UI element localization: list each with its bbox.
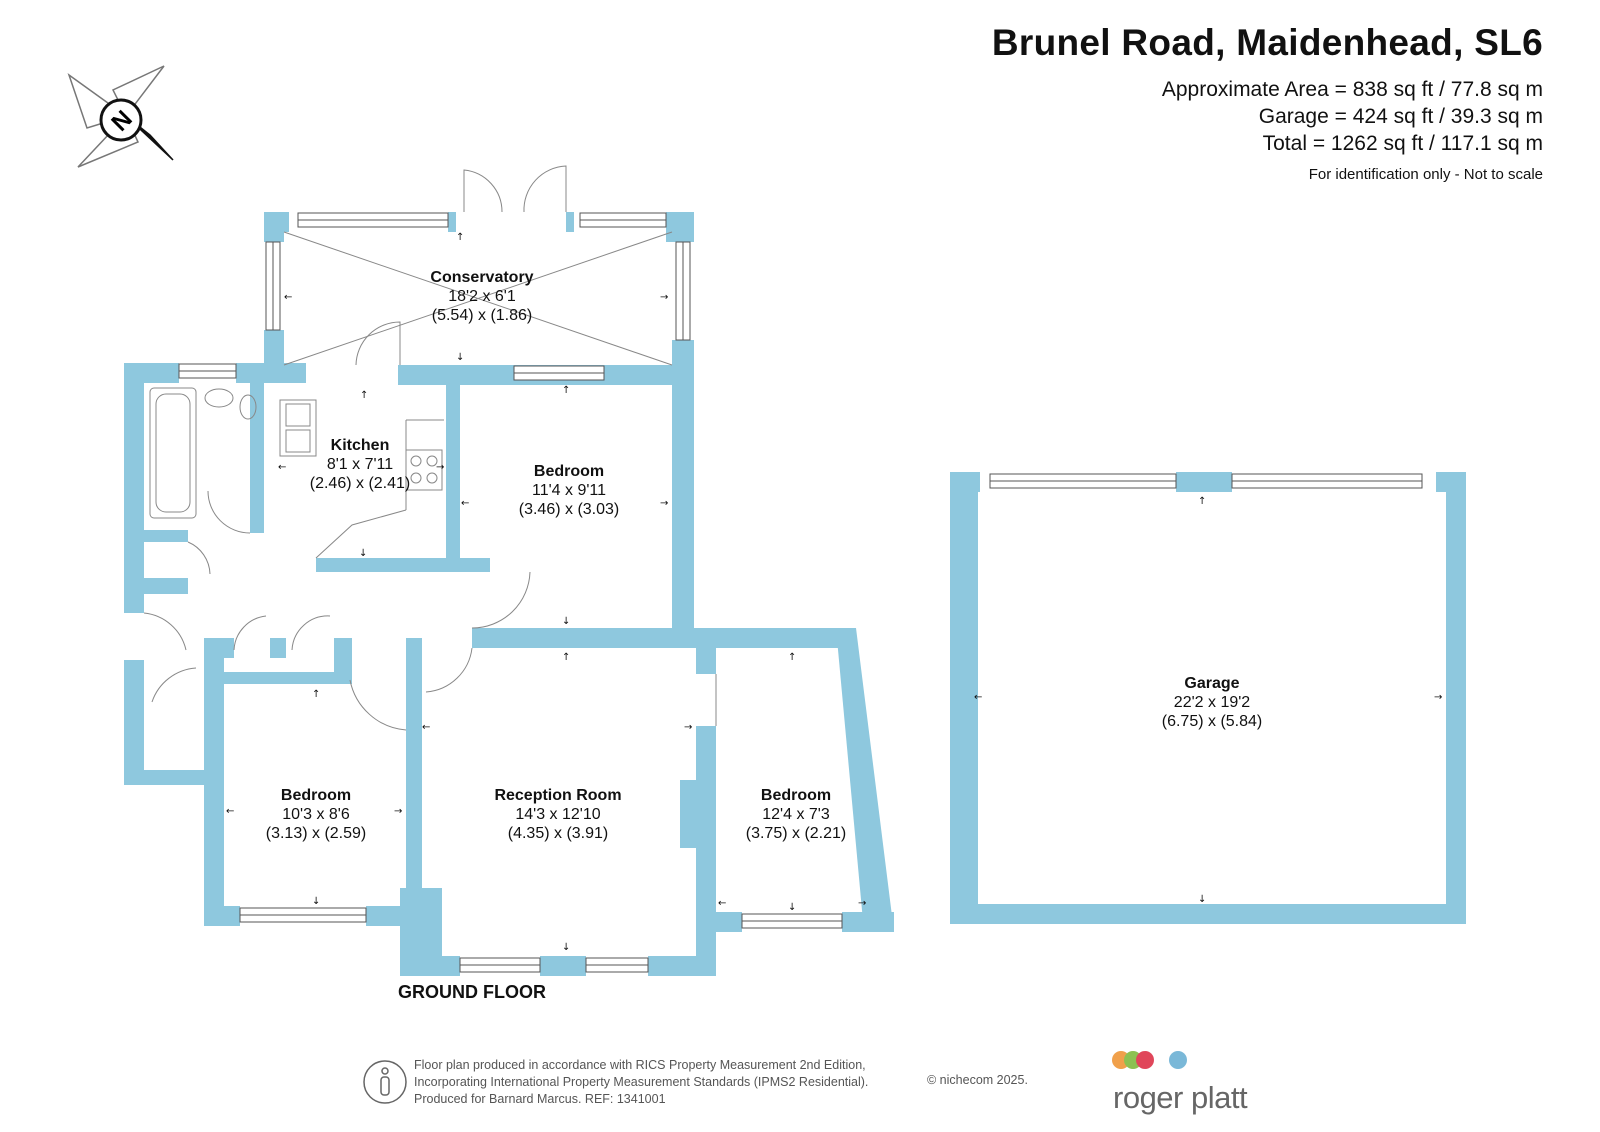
room-dims-imperial: 12'4 x 7'3	[762, 806, 830, 823]
approximate-area: Approximate Area = 838 sq ft / 77.8 sq m	[1161, 78, 1543, 101]
room-bedroom-rear: Bedroom 11'4 x 9'11 (3.46) x (3.03)	[519, 462, 619, 519]
room-dims-imperial: 8'1 x 7'11	[326, 456, 394, 473]
brand-logo-text: roger platt	[1113, 1080, 1248, 1115]
measurement-arrows: ← → ↑ ↓ ↑ ↓ ← → ↑ ↓ ← → ↑ ↓ ← → ↑ ↓ ← → ↑ ↓ ← → ↑ ↓ ←…	[226, 232, 1442, 953]
garage-area: Garage = 424 sq ft / 39.3 sq m	[1258, 105, 1543, 128]
room-dims-imperial: 11'4 x 9'11	[531, 482, 607, 499]
svg-text:→: →	[684, 722, 692, 733]
page-title: Brunel Road, Maidenhead, SL6	[991, 22, 1543, 63]
room-name: Conservatory	[430, 269, 534, 286]
svg-text:←: ←	[422, 722, 430, 733]
room-bedroom-front-right: Bedroom 12'4 x 7'3 (3.75) x (2.21)	[746, 786, 846, 843]
copyright-credit: © nichecom 2025.	[927, 1073, 1028, 1087]
room-dims-metric: (3.13) x (2.59)	[265, 825, 367, 842]
svg-text:↑: ↑	[312, 689, 320, 700]
svg-text:↓: ↓	[359, 548, 367, 559]
svg-text:←: ←	[278, 462, 286, 473]
svg-text:↑: ↑	[360, 390, 368, 401]
room-reception: Reception Room 14'3 x 12'10 (4.35) x (3.…	[494, 786, 621, 843]
room-name: Bedroom	[280, 787, 352, 804]
footer-notes: Floor plan produced in accordance with R…	[414, 1057, 868, 1108]
svg-text:↓: ↓	[312, 896, 320, 907]
svg-text:→: →	[436, 462, 444, 473]
room-name: Kitchen	[330, 437, 390, 454]
footer-line: Incorporating International Property Mea…	[414, 1075, 869, 1089]
svg-text:←: ←	[718, 898, 726, 909]
room-name: Reception Room	[494, 787, 622, 804]
brand-dots	[1112, 1051, 1187, 1069]
room-dims-imperial: 22'2 x 19'2	[1173, 694, 1251, 711]
footer-line: Floor plan produced in accordance with R…	[414, 1058, 866, 1072]
room-dims-metric: (5.54) x (1.86)	[431, 307, 533, 324]
room-name: Bedroom	[533, 463, 605, 480]
floor-label: GROUND FLOOR	[398, 982, 546, 1002]
room-conservatory: Conservatory 18'2 x 6'1 (5.54) x (1.86)	[430, 268, 533, 325]
svg-text:↓: ↓	[562, 616, 570, 627]
room-bedroom-front-left: Bedroom 10'3 x 8'6 (3.13) x (2.59)	[266, 786, 366, 843]
svg-text:↓: ↓	[456, 352, 464, 363]
svg-text:→: →	[660, 498, 668, 509]
person-info-icon	[363, 1060, 407, 1104]
svg-text:→: →	[858, 898, 866, 909]
room-name: Bedroom	[760, 787, 832, 804]
fixtures	[143, 165, 717, 731]
total-area: Total = 1262 sq ft / 117.1 sq m	[1262, 132, 1543, 155]
svg-text:↓: ↓	[562, 942, 570, 953]
room-dims-metric: (2.46) x (2.41)	[309, 475, 411, 492]
svg-text:↓: ↓	[1198, 894, 1206, 905]
room-dims-imperial: 14'3 x 12'10	[515, 806, 601, 823]
svg-text:↑: ↑	[562, 652, 570, 663]
svg-text:→: →	[660, 292, 668, 303]
room-dims-metric: (3.75) x (2.21)	[745, 825, 847, 842]
room-dims-imperial: 10'3 x 8'6	[282, 806, 350, 823]
room-kitchen: Kitchen 8'1 x 7'11 (2.46) x (2.41)	[310, 436, 410, 493]
svg-text:→: →	[1434, 692, 1442, 703]
room-dims-metric: (6.75) x (5.84)	[1161, 713, 1263, 730]
svg-text:←: ←	[461, 498, 469, 509]
svg-text:←: ←	[974, 692, 982, 703]
svg-text:↓: ↓	[788, 902, 796, 913]
footer-line: Produced for Barnard Marcus. REF: 134100…	[414, 1092, 666, 1106]
room-dims-metric: (4.35) x (3.91)	[507, 825, 609, 842]
svg-text:↑: ↑	[788, 652, 796, 663]
compass-north-icon: N	[67, 65, 174, 168]
room-name: Garage	[1184, 675, 1240, 692]
svg-text:↑: ↑	[456, 232, 464, 243]
svg-text:←: ←	[284, 292, 292, 303]
svg-text:→: →	[394, 806, 402, 817]
windows	[178, 212, 1423, 973]
svg-text:↑: ↑	[1198, 496, 1206, 507]
room-garage: Garage 22'2 x 19'2 (6.75) x (5.84)	[1162, 674, 1262, 731]
disclaimer: For identification only - Not to scale	[1308, 166, 1543, 183]
svg-text:↑: ↑	[562, 385, 570, 396]
walls	[124, 212, 1466, 976]
svg-text:←: ←	[226, 806, 234, 817]
room-dims-metric: (3.46) x (3.03)	[518, 501, 620, 518]
room-dims-imperial: 18'2 x 6'1	[448, 288, 516, 305]
